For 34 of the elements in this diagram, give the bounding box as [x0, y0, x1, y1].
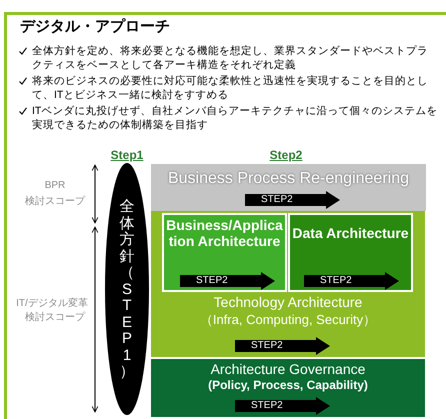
step-heading: Step1 — [110, 148, 144, 162]
title: デジタル・アプローチ — [20, 17, 170, 36]
arrow-label: STEP2 — [261, 194, 293, 206]
box-heading: Data Architecture — [292, 225, 409, 242]
arrow-label: STEP2 — [251, 340, 283, 352]
box-subheading: （Infra, Computing, Security） — [198, 313, 378, 328]
box-heading: Business/Application Architecture — [166, 217, 283, 250]
step-banner — [235, 397, 330, 415]
vertical-text: 全体方針（STEP1） — [120, 199, 134, 380]
arrow-label: STEP2 — [196, 275, 228, 287]
bullet-text: 将来のビジネスの必要性に対応可能な柔軟性と迅速性を実現することを目的として、ITとビジネス一緒に検討をすすめる — [32, 74, 429, 102]
box-heading: Technology Architecture — [212, 294, 364, 310]
step-banner — [180, 272, 275, 290]
process-box — [162, 213, 287, 292]
box-heading: Business Process Re-engineering — [166, 170, 410, 188]
bullet-text: 全体方針を定め、将来必要となる機能を想定し、業界スタンダードやベストプラクティスをベースとして各アーキ構造をそれぞれ定義 — [32, 44, 429, 72]
scope-label: BPR — [44, 180, 66, 191]
scope-label: 検討スコープ — [24, 310, 86, 324]
process-band — [151, 359, 425, 417]
box-subheading: (Policy, Process, Capability) — [207, 379, 369, 393]
arrow-label: STEP2 — [251, 400, 283, 412]
step-heading: Step2 — [268, 148, 304, 162]
step-banner — [304, 272, 399, 290]
ellipse-shape — [105, 163, 149, 415]
scope-label: 検討スコープ — [24, 194, 86, 208]
step-banner — [245, 191, 340, 209]
scope-label: IT/デジタル変革 — [15, 296, 89, 310]
step-banner — [235, 337, 330, 355]
box-heading: Architecture Governance — [210, 361, 366, 378]
process-band — [151, 211, 425, 357]
process-box — [288, 213, 413, 292]
arrow-label: STEP2 — [320, 275, 352, 287]
bullet-text: ITベンダに丸投げせず、自社メンバ自らアーキテクチャに沿って個々のシステムを実現できるための体制構築を目指す — [32, 104, 438, 132]
process-band — [151, 164, 426, 211]
